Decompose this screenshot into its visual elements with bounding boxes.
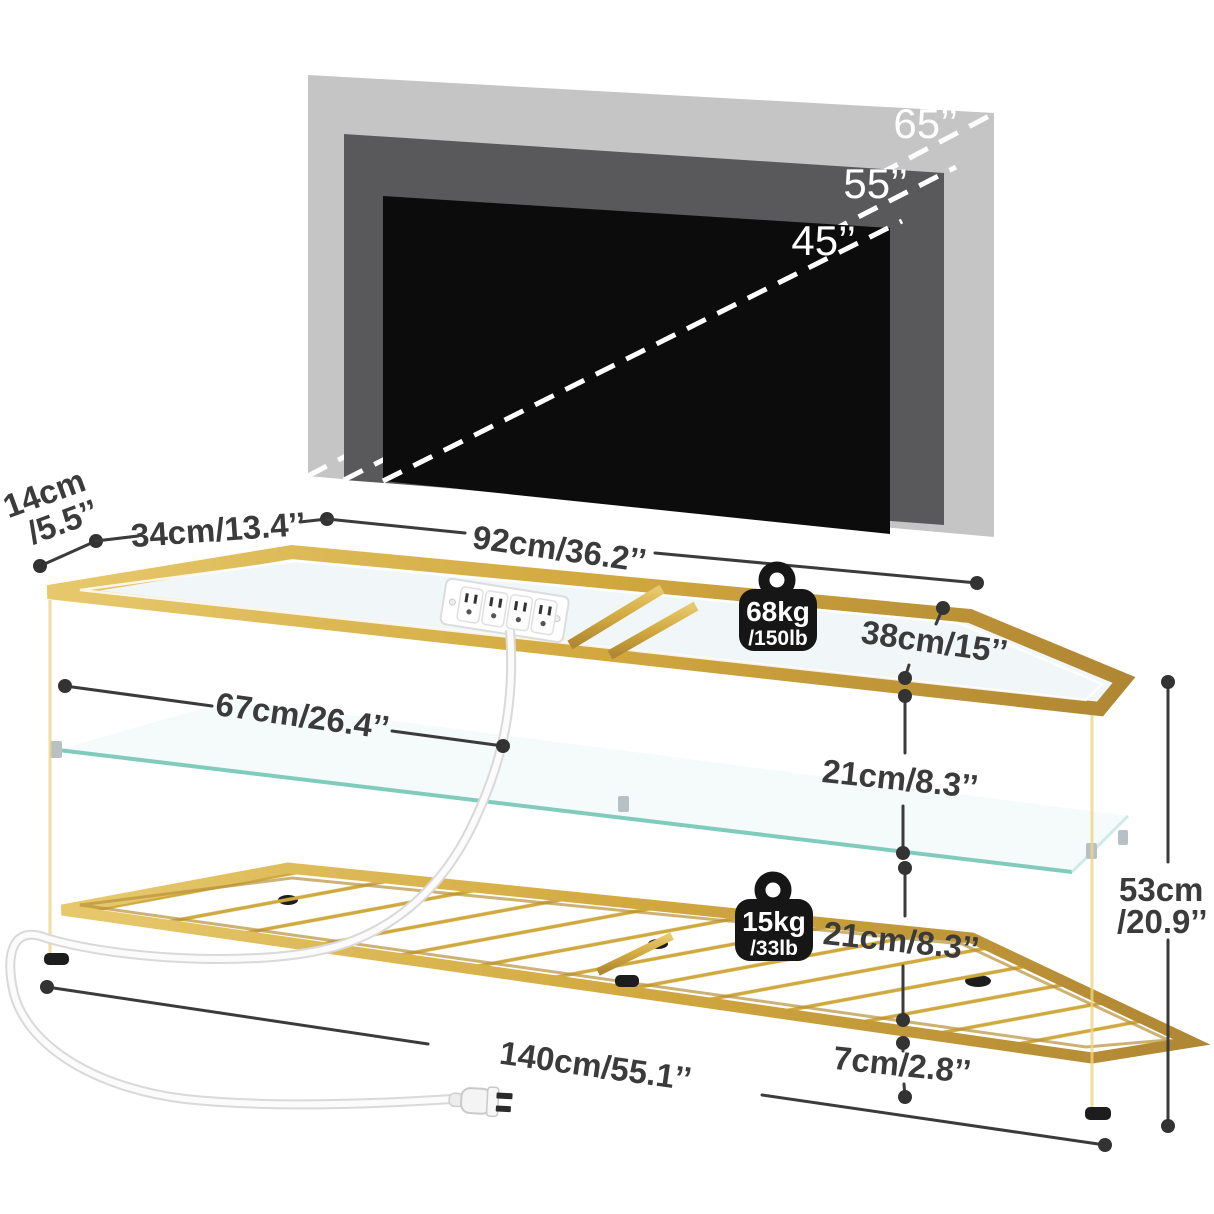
kettlebell-body-top bbox=[739, 589, 817, 651]
top-glass-frame bbox=[46, 544, 1136, 717]
tv-45-size-label: 45’’ bbox=[791, 217, 856, 264]
label-140cm: 140cm/55.1’’ bbox=[497, 1034, 694, 1098]
label-15kg: 15kg bbox=[742, 906, 806, 937]
tv-stand-illustration bbox=[5, 544, 1211, 1120]
bottom-shelf-frame bbox=[60, 862, 1211, 1064]
glass-clamp-right-back bbox=[1118, 830, 1128, 845]
dimension-7cm: 7cm/2.8’’ bbox=[832, 1036, 973, 1104]
bottom-shelf-brace bbox=[596, 932, 674, 976]
weight-capacity-badges: 68kg /150lb 15kg /33lb bbox=[735, 561, 817, 961]
tv-size-comparison: 65’’ 55’’ 45’’ bbox=[306, 75, 1010, 537]
cable-core bbox=[7, 629, 515, 1108]
power-strip bbox=[439, 577, 570, 643]
top-divider-brace-2 bbox=[607, 601, 699, 660]
label-7cm: 7cm/2.8’’ bbox=[832, 1039, 973, 1090]
label-34cm: 34cm/13.4’’ bbox=[130, 505, 307, 554]
tv-65-size-label: 65’’ bbox=[893, 100, 958, 147]
top-divider-brace-1 bbox=[567, 584, 665, 650]
top-frame-inner-line bbox=[79, 559, 1105, 702]
power-strip-screw-left bbox=[448, 598, 456, 606]
plug-head bbox=[485, 1086, 500, 1118]
bottom-shelf-inner-frame bbox=[79, 876, 1174, 1049]
power-outlet-2 bbox=[481, 590, 509, 628]
label-68kg: 68kg bbox=[746, 596, 810, 627]
top-capacity-badge: 68kg /150lb bbox=[739, 561, 817, 651]
plug-prong-top bbox=[496, 1092, 513, 1100]
label-53cm-line1: 53cm bbox=[1119, 871, 1203, 908]
power-outlet-3 bbox=[505, 594, 534, 632]
tv-45-screen: 45’’ bbox=[381, 196, 904, 534]
top-frame-rails bbox=[46, 544, 1136, 717]
label-150lb: /150lb bbox=[748, 627, 808, 650]
front-middle-foot bbox=[615, 975, 639, 987]
glass-shelf-surface bbox=[58, 700, 1128, 872]
dimension-14cm: 14cm /5.5’’ bbox=[0, 461, 103, 573]
power-cable bbox=[5, 629, 517, 1118]
dimension-53cm: 53cm /20.9’’ bbox=[1117, 675, 1208, 1133]
kettlebell-body-shelf bbox=[735, 899, 813, 961]
power-outlet-1 bbox=[456, 586, 484, 624]
front-right-foot bbox=[1085, 1107, 1111, 1120]
front-left-foot bbox=[44, 953, 69, 965]
shelf-capacity-badge: 15kg /33lb bbox=[735, 871, 813, 961]
power-plug bbox=[448, 1086, 513, 1118]
plug-prong-bottom bbox=[495, 1105, 511, 1113]
tv-55-size-label: 55’’ bbox=[843, 160, 908, 207]
power-outlet-4 bbox=[530, 597, 558, 636]
label-33lb: /33lb bbox=[750, 937, 798, 960]
tv-45-diagonal-line bbox=[381, 218, 904, 484]
label-53cm-line2: /20.9’’ bbox=[1117, 903, 1208, 940]
tv-45-panel bbox=[383, 196, 890, 534]
tv-65-diagonal-line bbox=[306, 103, 1010, 479]
